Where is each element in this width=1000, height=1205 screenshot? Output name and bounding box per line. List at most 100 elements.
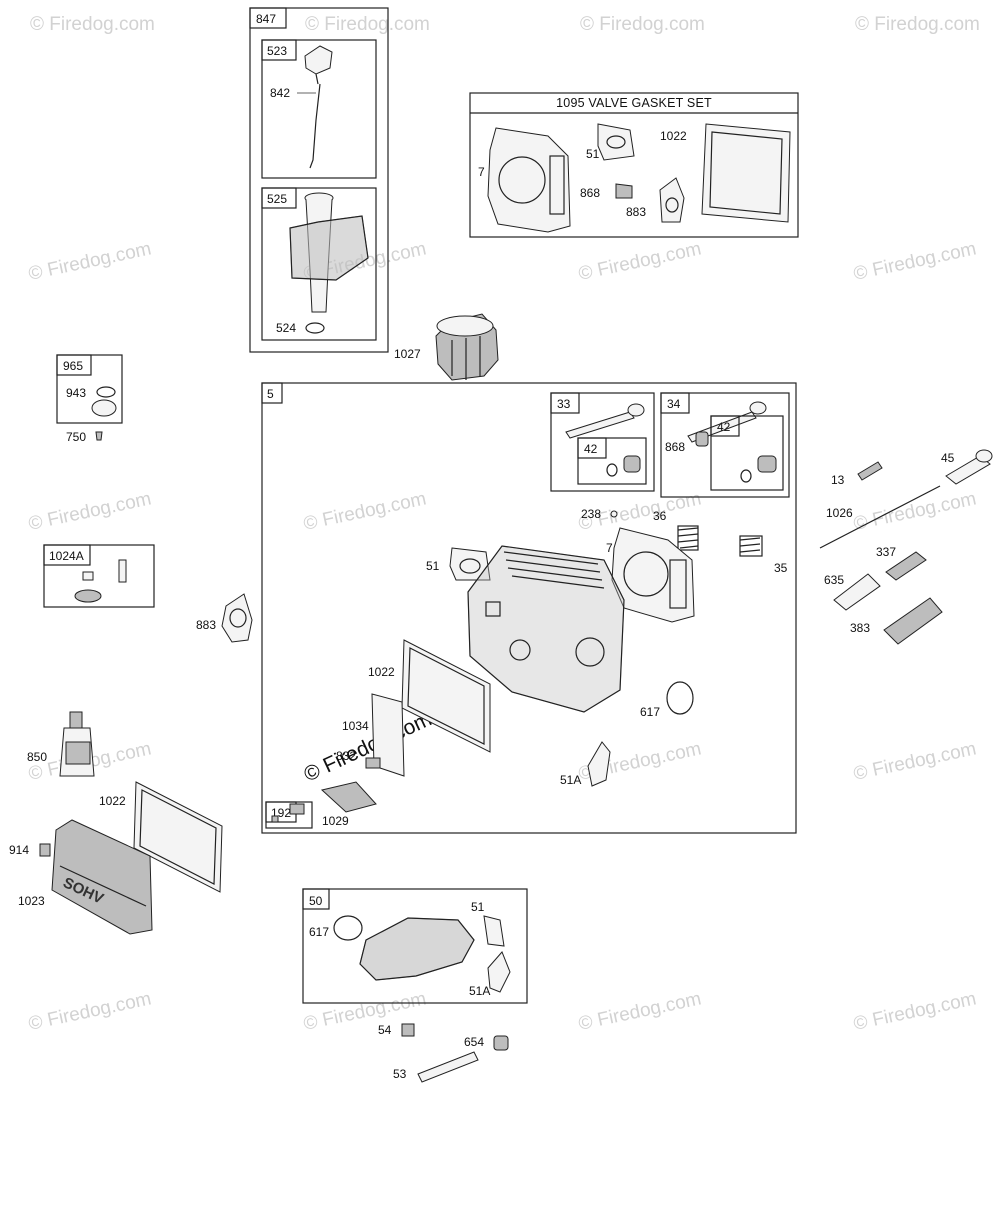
valve-cover-gasket-icon bbox=[701, 123, 791, 223]
watermark: © Firedog.com bbox=[27, 488, 154, 535]
label-51A-intake: 51A bbox=[469, 984, 490, 998]
callout-box-34 bbox=[660, 392, 690, 414]
callout-box-965 bbox=[56, 354, 92, 376]
group-1095-valve-gasket-set: 1095 VALVE GASKET SET 7 51 1022 868 883 bbox=[469, 92, 799, 238]
group-847-oil-fill: 847 523 842 525 524 bbox=[249, 7, 389, 353]
dipstick-icon bbox=[304, 45, 333, 169]
nut-icon bbox=[493, 1035, 509, 1051]
group-box-5 bbox=[261, 382, 797, 834]
callout-box-33 bbox=[550, 392, 580, 414]
adapter-gasket-icon bbox=[587, 741, 611, 787]
label-1029: 1029 bbox=[322, 814, 349, 828]
label-51-intake: 51 bbox=[471, 900, 485, 914]
plate-icon bbox=[91, 399, 117, 417]
label-gasket-883: 883 bbox=[626, 205, 646, 219]
tube-icon bbox=[833, 573, 881, 611]
stud-icon bbox=[417, 1051, 479, 1083]
watermark: © Firedog.com bbox=[577, 988, 704, 1035]
subgroup-box-33 bbox=[550, 392, 655, 492]
label-50: 50 bbox=[309, 894, 323, 908]
push-rod-icon bbox=[819, 485, 941, 549]
watermark: © Firedog.com bbox=[852, 488, 979, 535]
label-1022-head: 1022 bbox=[368, 665, 395, 679]
group-title-1095: 1095 VALVE GASKET SET bbox=[556, 96, 712, 110]
watermark: © Firedog.com bbox=[855, 14, 980, 35]
group-5-cylinder-head: 5 33 42 34 868 42 238 36 7 bbox=[261, 382, 797, 834]
watermark: © Firedog.com bbox=[852, 988, 979, 1035]
label-238: 238 bbox=[581, 507, 601, 521]
intake-gasket-icon bbox=[483, 915, 505, 947]
label-35: 35 bbox=[774, 561, 788, 575]
label-51A: 51A bbox=[560, 773, 581, 787]
label-383: 383 bbox=[850, 621, 870, 635]
label-523: 523 bbox=[267, 44, 287, 58]
o-ring-icon bbox=[666, 681, 694, 715]
label-524: 524 bbox=[276, 321, 296, 335]
label-943: 943 bbox=[66, 386, 86, 400]
label-965: 965 bbox=[63, 359, 83, 373]
screw-icon bbox=[95, 431, 103, 441]
spark-plug-icon bbox=[885, 551, 927, 581]
subgroup-box-523 bbox=[261, 39, 377, 179]
valve-seal-icon bbox=[615, 183, 633, 199]
breather-icon bbox=[74, 589, 102, 603]
watermark: © Firedog.com bbox=[302, 488, 429, 535]
watermark: © Firedog.com bbox=[580, 14, 705, 35]
label-842: 842 bbox=[270, 86, 290, 100]
callout-box-1024A bbox=[43, 544, 91, 566]
group-965: 965 943 750 bbox=[56, 354, 123, 444]
o-ring-icon bbox=[333, 915, 363, 941]
label-5: 5 bbox=[267, 387, 274, 401]
label-883: 883 bbox=[196, 618, 216, 632]
label-914: 914 bbox=[9, 843, 29, 857]
intake-gasket-icon bbox=[597, 123, 635, 161]
watermark: © Firedog.com bbox=[27, 238, 154, 285]
label-42-exhaust: 42 bbox=[717, 420, 731, 434]
callout-box-525 bbox=[261, 187, 297, 209]
subgroup-box-525 bbox=[261, 187, 377, 341]
exhaust-gasket-icon bbox=[659, 177, 685, 223]
exhaust-gasket-icon bbox=[221, 593, 253, 643]
group-box-50 bbox=[302, 888, 528, 1004]
bolt-icon bbox=[39, 843, 51, 857]
group-box-847 bbox=[249, 7, 389, 353]
group-1024A: 1024A bbox=[43, 544, 155, 608]
label-gasket-7: 7 bbox=[478, 165, 485, 179]
label-gasket-868: 868 bbox=[580, 186, 600, 200]
watermark: © Firedog.com bbox=[27, 988, 154, 1035]
label-36: 36 bbox=[653, 509, 667, 523]
label-635: 635 bbox=[824, 573, 844, 587]
label-1022-left: 1022 bbox=[99, 794, 126, 808]
label-33: 33 bbox=[557, 397, 571, 411]
label-1023: 1023 bbox=[18, 894, 45, 908]
head-gasket-icon bbox=[487, 127, 571, 233]
oil-filter-icon bbox=[435, 313, 499, 381]
rocker-icon bbox=[945, 455, 991, 485]
seal-icon bbox=[96, 386, 116, 398]
callout-box-5 bbox=[261, 382, 283, 404]
label-7: 7 bbox=[606, 541, 613, 555]
adapter-gasket-icon bbox=[487, 951, 511, 993]
label-832: 832 bbox=[336, 749, 356, 763]
callout-box-50 bbox=[302, 888, 330, 910]
callout-box-847 bbox=[249, 7, 287, 29]
oil-fill-tube-icon bbox=[289, 192, 369, 313]
watermark: © Firedog.com bbox=[577, 238, 704, 285]
watermark: © Firedog.com bbox=[305, 14, 430, 35]
valve-icon bbox=[82, 571, 94, 581]
label-45: 45 bbox=[941, 451, 955, 465]
label-gasket-51: 51 bbox=[586, 147, 600, 161]
subgroup-box-34 bbox=[660, 392, 790, 498]
subgroup-box-42b bbox=[710, 415, 784, 491]
label-51: 51 bbox=[426, 559, 440, 573]
sealant-tube-icon bbox=[59, 711, 95, 777]
label-34: 34 bbox=[667, 397, 681, 411]
label-850: 850 bbox=[27, 750, 47, 764]
intake-valve-icon bbox=[565, 411, 635, 439]
intake-gasket-icon bbox=[449, 547, 491, 581]
label-868: 868 bbox=[665, 440, 685, 454]
watermark: © Firedog.com bbox=[852, 238, 979, 285]
label-1027: 1027 bbox=[394, 347, 421, 361]
valve-cover-gasket-icon bbox=[401, 639, 491, 753]
